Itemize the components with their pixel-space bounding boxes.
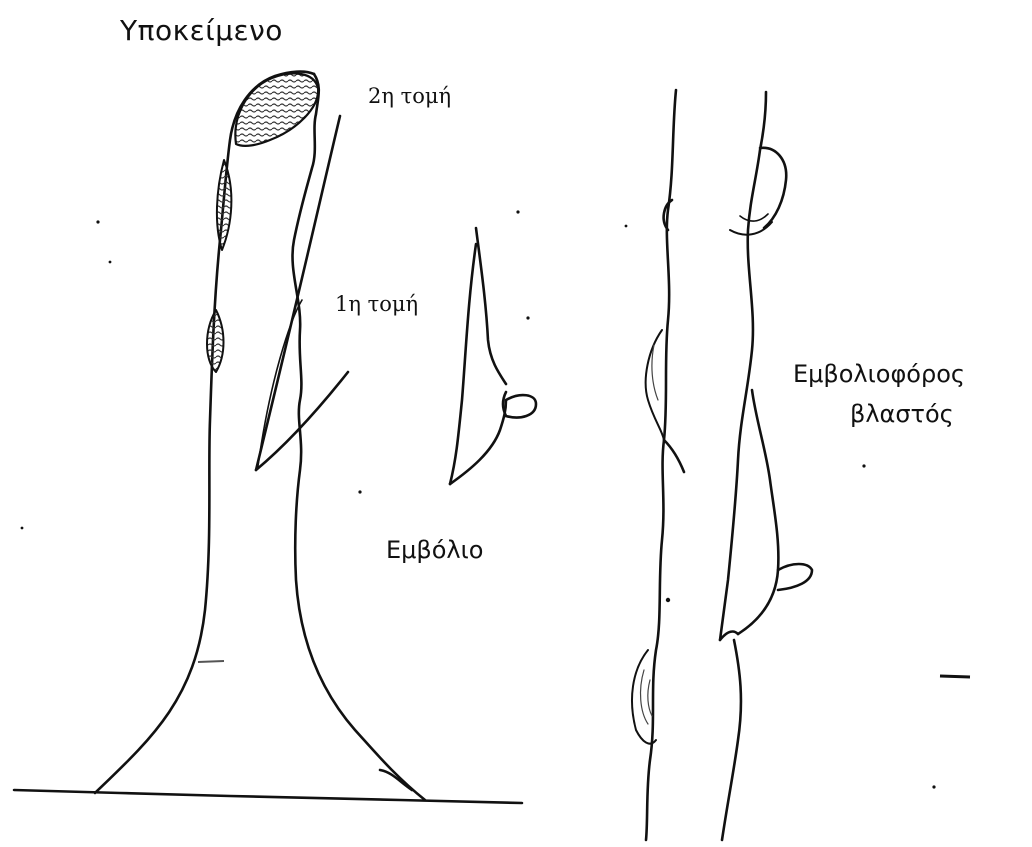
second-cut-label: 2η τομή: [368, 84, 451, 108]
ground-line: [14, 790, 522, 803]
first-cut-label: 1η τομή: [335, 292, 418, 316]
scan-specks: [21, 210, 936, 788]
budstick-label-line1: Εμβολιοφόρος: [793, 360, 965, 388]
dash-mark-right: [940, 676, 970, 677]
bud-chip-label: Εμβόλιο: [386, 536, 483, 564]
rootstock-bud-lower: [207, 310, 224, 372]
second-cut-wound: [235, 73, 318, 145]
bud-chip: [450, 228, 536, 484]
budstick-left-twig: [632, 90, 684, 840]
rootstock-label: Υποκείμενο: [120, 14, 283, 47]
budstick-right-twig: [720, 92, 812, 840]
budstick-label-line2: βλαστός: [850, 400, 954, 428]
dash-mark-left: [198, 661, 224, 662]
rootstock-bud-upper: [217, 160, 231, 250]
rootstock-trunk: [95, 72, 425, 800]
